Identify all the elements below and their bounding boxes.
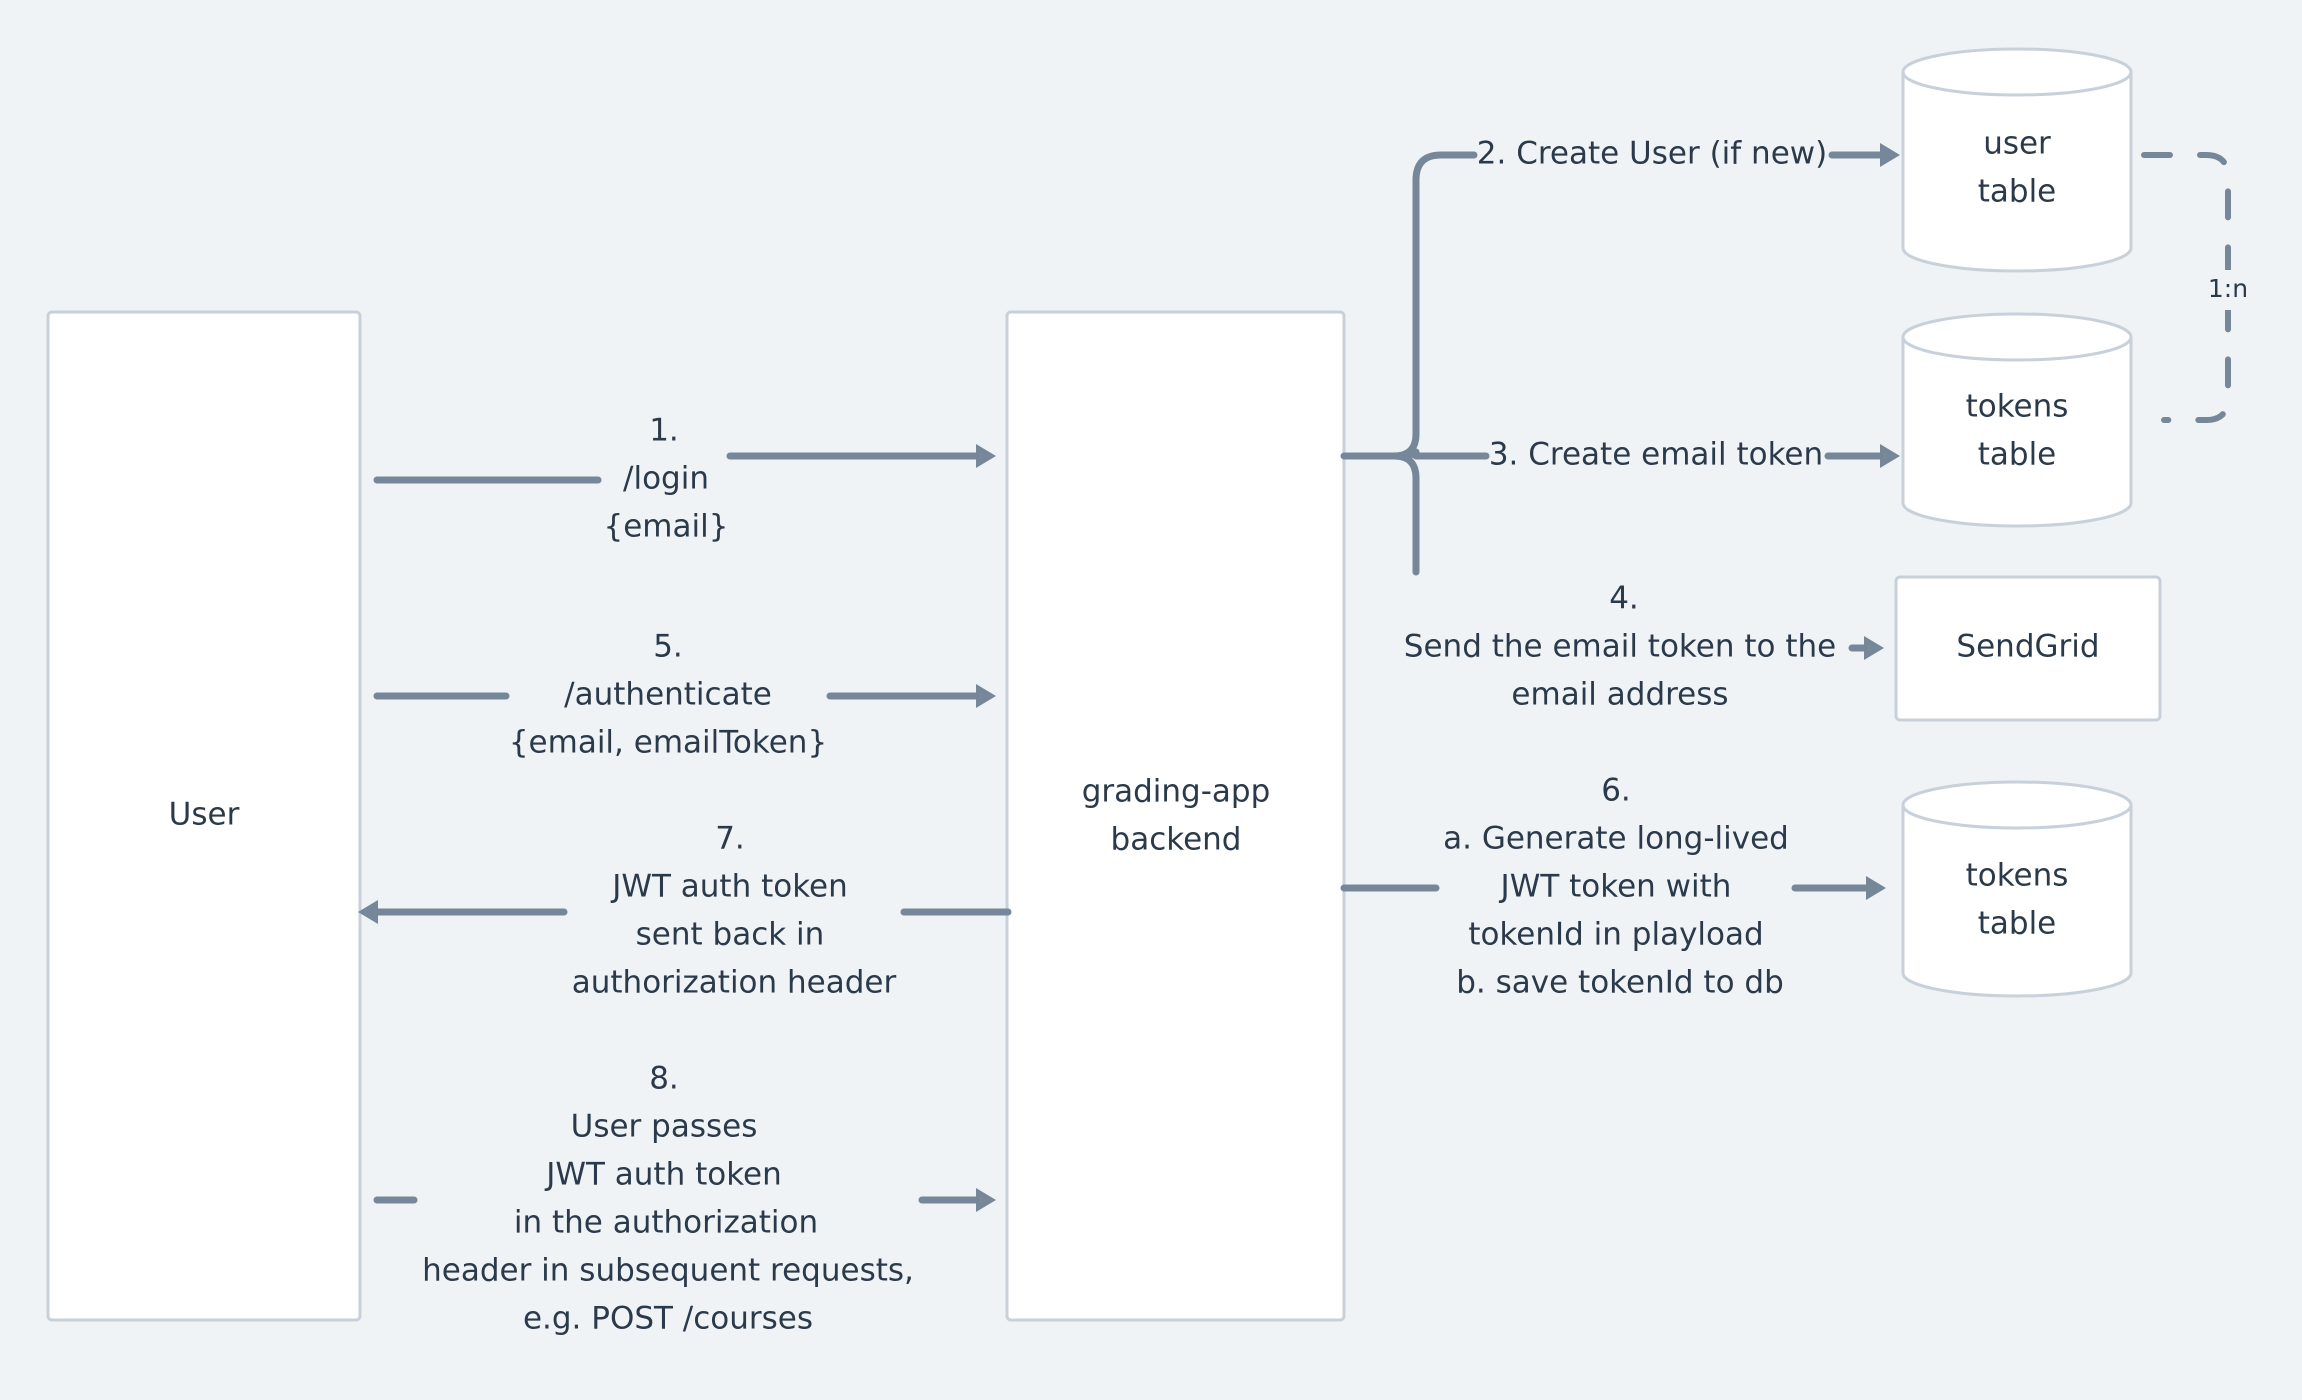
- backend-label-line-1: grading-app: [1082, 774, 1271, 810]
- user-table-cylinder-top: [1901, 47, 2133, 97]
- user-table-cylinder: [1901, 72, 2133, 273]
- jwt-back-label-line-3: sent back in: [636, 917, 825, 953]
- tokens-table-label-line-2: table: [1978, 437, 2057, 473]
- sendgrid-node: SendGrid: [1894, 575, 2162, 722]
- jwt-back-arrowhead: [358, 900, 378, 924]
- subsequent-arrowhead: [976, 1188, 996, 1212]
- tokens-table-2-label-line-1: tokens: [1966, 858, 2069, 894]
- edge-subsequent-requests: 8. User passes JWT auth token in the aut…: [373, 1061, 996, 1337]
- generate-jwt-label-line-1: 6.: [1601, 773, 1631, 809]
- relation-label-backdrop: [2200, 270, 2256, 310]
- create-token-arrowhead: [1880, 444, 1900, 468]
- tokens-table-label-line-1: tokens: [1966, 389, 2069, 425]
- subsequent-label-line-2: User passes: [571, 1109, 758, 1145]
- tokens-table-node: tokens table: [1901, 312, 2133, 528]
- edge-generate-jwt: 6. a. Generate long-lived JWT token with…: [1340, 773, 1886, 1001]
- subsequent-label-line-4: in the authorization: [514, 1205, 818, 1241]
- generate-jwt-label-line-4: tokenId in playload: [1468, 917, 1763, 953]
- authenticate-arrowhead: [976, 684, 996, 708]
- jwt-back-label-line-2: JWT auth token: [610, 869, 848, 905]
- sendgrid-box: [1894, 575, 2162, 722]
- jwt-back-label-line-4: authorization header: [572, 965, 897, 1001]
- tokens-table-2-cylinder: [1901, 805, 2133, 998]
- edge-send-email: 4. Send the email token to the email add…: [1404, 581, 1884, 713]
- jwt-back-label-line-1: 7.: [715, 821, 745, 857]
- generate-jwt-arrowhead: [1866, 876, 1886, 900]
- generate-jwt-label-line-5: b. save tokenId to db: [1456, 965, 1784, 1001]
- edge-login: 1. /login {email}: [373, 413, 996, 545]
- backend-node: grading-app backend: [1005, 310, 1346, 1322]
- edge-jwt-back: 7. JWT auth token sent back in authoriza…: [358, 821, 1012, 1001]
- backend-box: [1005, 310, 1346, 1322]
- create-user-label: 2. Create User (if new): [1477, 136, 1827, 172]
- login-label-line-1: 1.: [649, 413, 679, 449]
- send-email-arrowhead: [1864, 636, 1884, 660]
- tokens-table-2-cylinder-top: [1901, 780, 2133, 830]
- create-token-label: 3. Create email token: [1489, 437, 1823, 473]
- generate-jwt-label-line-3: JWT token with: [1499, 869, 1732, 905]
- user-table-label-line-1: user: [1983, 126, 2051, 162]
- edge-authenticate: 5. /authenticate {email, emailToken}: [373, 629, 996, 761]
- login-arrowhead: [976, 444, 996, 468]
- login-label-line-2: /login: [623, 461, 709, 497]
- tokens-table-2-label-line-2: table: [1978, 906, 2057, 942]
- subsequent-label-line-6: e.g. POST /courses: [523, 1301, 813, 1337]
- edge-create-token: 3. Create email token: [1489, 437, 1900, 473]
- generate-jwt-label-line-2: a. Generate long-lived: [1443, 821, 1789, 857]
- subsequent-label-line-3: JWT auth token: [544, 1157, 782, 1193]
- subsequent-label-line-1: 8.: [649, 1061, 679, 1097]
- login-label-line-3: {email}: [604, 509, 729, 545]
- authenticate-label-line-1: 5.: [653, 629, 683, 665]
- send-email-label-line-3: email address: [1511, 677, 1728, 713]
- edge-create-user: 2. Create User (if new): [1477, 136, 1900, 172]
- send-email-label-line-2: Send the email token to the: [1404, 629, 1836, 665]
- subsequent-label-line-5: header in subsequent requests,: [422, 1253, 914, 1289]
- authenticate-label-line-3: {email, emailToken}: [509, 725, 827, 761]
- send-email-label-line-1: 4.: [1609, 581, 1639, 617]
- create-user-arrowhead: [1880, 143, 1900, 167]
- user-label: User: [169, 797, 240, 833]
- relation-label: 1:n: [2208, 274, 2248, 303]
- backend-label-line-2: backend: [1111, 822, 1242, 858]
- sendgrid-label: SendGrid: [1956, 629, 2099, 665]
- tokens-table-cylinder-top: [1901, 312, 2133, 362]
- authenticate-label-line-2: /authenticate: [564, 677, 772, 713]
- edge-relation-1-n: 1:n: [2141, 152, 2256, 423]
- tokens-table-2-node: tokens table: [1901, 780, 2133, 998]
- user-node: User: [46, 310, 362, 1322]
- relation-connector: [2141, 152, 2231, 423]
- user-box: [46, 310, 362, 1322]
- tokens-table-cylinder: [1901, 337, 2133, 528]
- user-table-label-line-2: table: [1978, 174, 2057, 210]
- branch-connector: [1340, 151, 1490, 576]
- user-table-node: user table: [1901, 47, 2133, 273]
